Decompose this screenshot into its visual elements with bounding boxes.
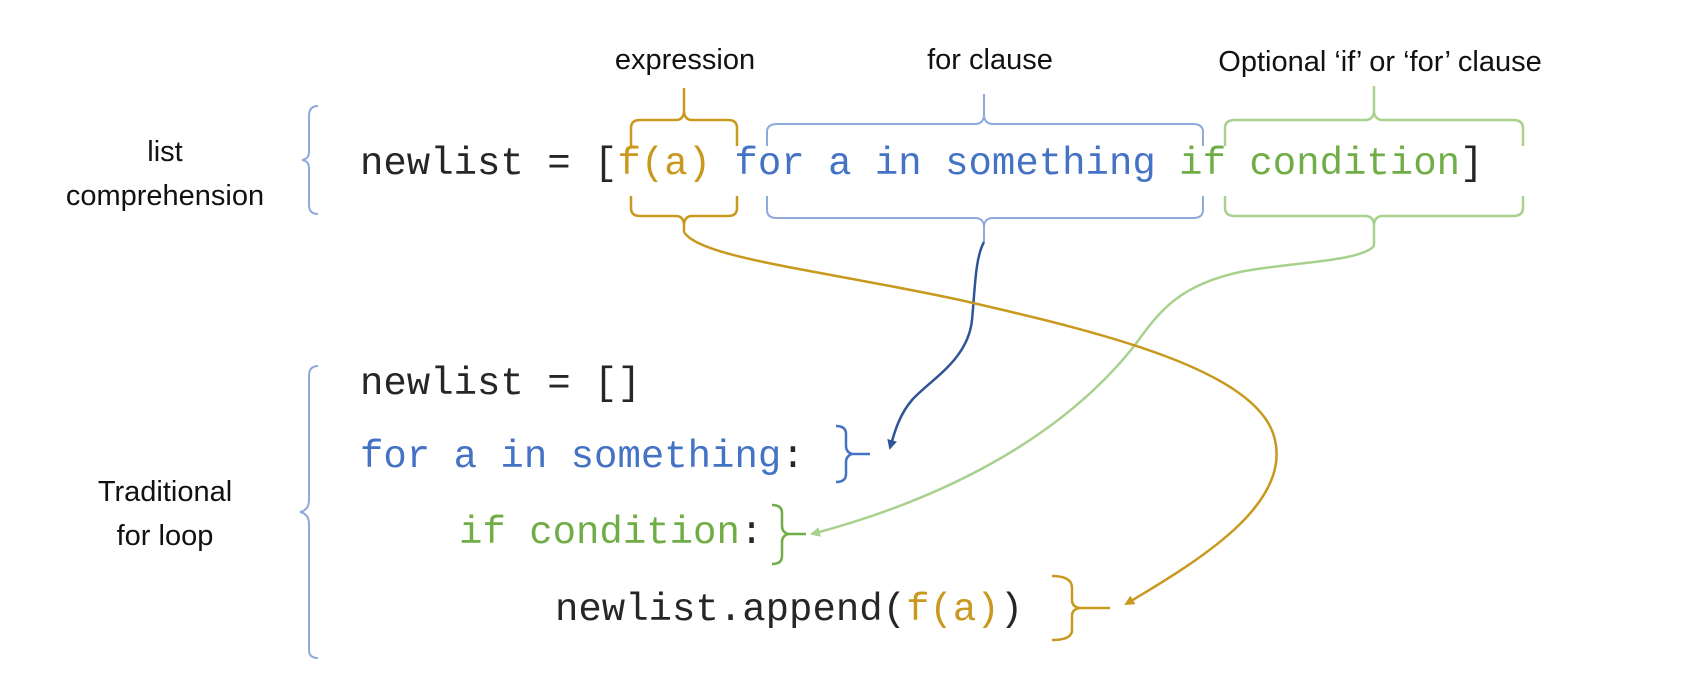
expression-top-brace xyxy=(629,88,739,146)
code-token-default: ) xyxy=(999,588,1024,632)
label-for-clause: for clause xyxy=(927,44,1053,76)
code-loop-line-4: newlist.append(f(a)) xyxy=(555,586,1023,634)
label-expression: expression xyxy=(614,44,756,76)
label-list-comprehension: list comprehension xyxy=(40,130,290,218)
label-traditional-loop-line1: Traditional xyxy=(97,476,233,508)
expression-bottom-brace xyxy=(629,196,739,232)
label-list-comprehension-line2: comprehension xyxy=(65,180,265,212)
code-comprehension-line: newlist = [f(a) for a in something if co… xyxy=(360,140,1483,188)
for-clause-bottom-brace xyxy=(766,196,1204,242)
code-token-default: : xyxy=(781,435,805,479)
for-clause-top-brace xyxy=(766,94,1204,146)
code-loop-line-3: if condition: xyxy=(459,509,763,557)
label-traditional-loop: Traditional for loop xyxy=(40,470,290,558)
code-token-expr: f(a) xyxy=(617,142,712,186)
code-loop-line-2: for a in something: xyxy=(360,433,805,481)
for-line-brace xyxy=(835,424,870,484)
code-token-default: ] xyxy=(1460,142,1484,186)
if-line-brace xyxy=(771,503,806,566)
code-token-expr: f(a) xyxy=(906,588,1000,632)
optional-clause-top-brace xyxy=(1223,86,1525,146)
label-list-comprehension-line1: list xyxy=(147,136,183,168)
code-token-default: newlist = [ xyxy=(360,142,618,186)
code-token-default: newlist.append( xyxy=(555,588,907,632)
code-token-default: newlist = [] xyxy=(360,362,641,406)
optional-clause-arrow xyxy=(810,245,1375,537)
list-comprehension-group-brace xyxy=(301,105,319,215)
code-token-for: for a in something xyxy=(734,142,1156,186)
code-token-for: for a in something xyxy=(360,435,782,479)
label-traditional-loop-line2: for loop xyxy=(116,520,214,552)
for-clause-arrow xyxy=(887,241,986,450)
code-token-if: if condition xyxy=(1179,142,1461,186)
append-line-brace xyxy=(1051,574,1110,642)
code-token-default: : xyxy=(739,511,764,555)
traditional-loop-group-brace xyxy=(299,365,319,659)
label-optional-clause: Optional ‘if’ or ‘for’ clause xyxy=(1218,46,1542,78)
expression-arrow xyxy=(682,231,1278,606)
code-token-if: if condition xyxy=(459,511,740,555)
optional-clause-bottom-brace xyxy=(1223,196,1525,246)
code-loop-line-1: newlist = [] xyxy=(360,360,641,408)
